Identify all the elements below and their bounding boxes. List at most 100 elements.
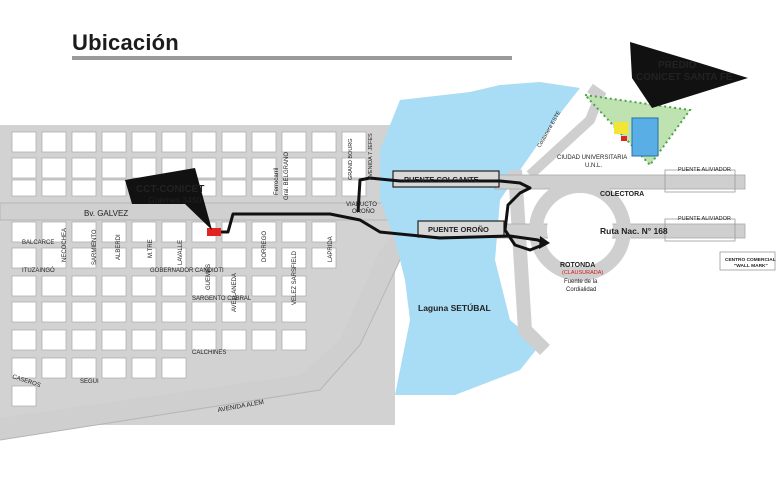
city-block	[71, 221, 97, 243]
city-block	[191, 157, 217, 179]
colectora-road	[494, 174, 746, 190]
predio-label-2: CONICET SANTA FE	[636, 72, 733, 83]
ruta-168-label: Ruta Nac. N° 168	[600, 226, 668, 236]
ciudad-universitaria-label-1: CIUDAD UNIVERSITARIA	[557, 155, 627, 161]
city-block	[281, 179, 307, 197]
city-block	[281, 301, 307, 323]
predio-annex	[614, 122, 628, 134]
city-block	[11, 157, 37, 179]
street-ituzaingo: ITUZAINGÓ	[22, 267, 55, 274]
ferrocarril-label-1: Ferrocarril	[274, 168, 280, 195]
city-block	[71, 157, 97, 179]
city-block	[161, 357, 187, 379]
cct-address-label: Güemes 3450	[148, 195, 202, 205]
street-alberdi: ALBERDI	[116, 234, 122, 260]
city-block	[131, 221, 157, 243]
city-block	[251, 275, 277, 297]
city-block	[341, 179, 367, 197]
city-block	[11, 247, 37, 269]
city-block	[41, 157, 67, 179]
city-block	[71, 247, 97, 269]
city-block	[101, 157, 127, 179]
street-calchines: CALCHINES	[192, 350, 226, 356]
city-block	[41, 357, 67, 379]
city-block	[311, 179, 337, 197]
predio-site-marker	[621, 136, 627, 141]
viaducto-label-1: VIADUCTO	[346, 202, 377, 208]
street-avellaneda: AVELLANEDA	[232, 273, 238, 312]
city-block	[131, 275, 157, 297]
city-block	[281, 329, 307, 351]
city-block	[101, 247, 127, 269]
city-block	[161, 275, 187, 297]
predio-label-1: PREDIO	[658, 60, 697, 71]
city-block	[281, 131, 307, 153]
city-block	[101, 131, 127, 153]
city-block	[71, 301, 97, 323]
wall-mark-box	[719, 251, 776, 271]
route-arrowhead	[539, 236, 550, 249]
puente-colgante-label: PUENTE COLGANTE	[404, 175, 479, 184]
city-block	[161, 131, 187, 153]
street-laprida: LAPRIDA	[328, 236, 334, 262]
puente-aliviador-1	[664, 169, 736, 193]
city-block	[221, 275, 247, 297]
wall-mark-label-1: CENTRO COMERCIAL	[725, 257, 776, 263]
city-block	[101, 179, 127, 197]
street-sarmiento: SARMIENTO	[92, 229, 98, 265]
city-block	[101, 329, 127, 351]
city-block	[41, 247, 67, 269]
city-block	[191, 329, 217, 351]
viaducto-label-2: OROÑO	[352, 208, 375, 215]
city-block	[311, 131, 337, 153]
predio-building	[631, 117, 659, 157]
street-avenida-7-jefes: AVENIDA 7 JEFES	[368, 133, 374, 180]
city-block	[101, 221, 127, 243]
east-bank-road	[508, 169, 550, 355]
city-block	[221, 131, 247, 153]
street-velez: VELEZ SARSFIELD	[292, 250, 298, 305]
fuente-label-2: Cordialidad	[566, 287, 596, 293]
clausurada-label: (CLAUSURADA)	[562, 270, 603, 276]
street-sargento: SARGENTO CABRAL	[192, 296, 252, 302]
cct-name-label: CCT-CONICET	[136, 184, 204, 195]
rotonda-center	[547, 197, 613, 263]
city-block	[191, 275, 217, 297]
city-block	[281, 221, 307, 243]
laguna-label: Laguna SETÚBAL	[418, 302, 491, 313]
city-block	[11, 357, 37, 379]
city-block	[41, 329, 67, 351]
city-block	[311, 221, 337, 243]
city-block	[281, 275, 307, 297]
route-path	[213, 176, 547, 252]
city-block	[131, 329, 157, 351]
city-block	[71, 275, 97, 297]
city-block	[311, 157, 337, 179]
city-block	[191, 247, 217, 269]
city-block	[41, 179, 67, 197]
street-candioti: GOBERNADOR CANDIOTI	[150, 268, 224, 274]
city-block	[41, 275, 67, 297]
puente-orono-label: PUENTE OROÑO	[428, 225, 489, 234]
street-grand-bourg: GRAND BOURG	[348, 138, 354, 180]
city-block	[341, 131, 367, 153]
city-block	[101, 275, 127, 297]
city-block	[131, 357, 157, 379]
city-block	[311, 247, 337, 269]
city-block	[251, 221, 277, 243]
city-block	[11, 329, 37, 351]
street-mitre: M.TRE	[148, 239, 154, 258]
city-block	[71, 357, 97, 379]
city-block	[101, 357, 127, 379]
city-block	[251, 329, 277, 351]
city-block	[131, 247, 157, 269]
city-block	[221, 157, 247, 179]
street-necochea: NECOCHEA	[62, 228, 68, 262]
street-lavalle: LAVALLE	[178, 240, 184, 265]
city-block	[11, 179, 37, 197]
street-balcarce: BALCARCE	[22, 240, 54, 246]
fuente-label-1: Fuente de la	[564, 279, 598, 285]
city-block	[221, 301, 247, 323]
city-block	[71, 329, 97, 351]
